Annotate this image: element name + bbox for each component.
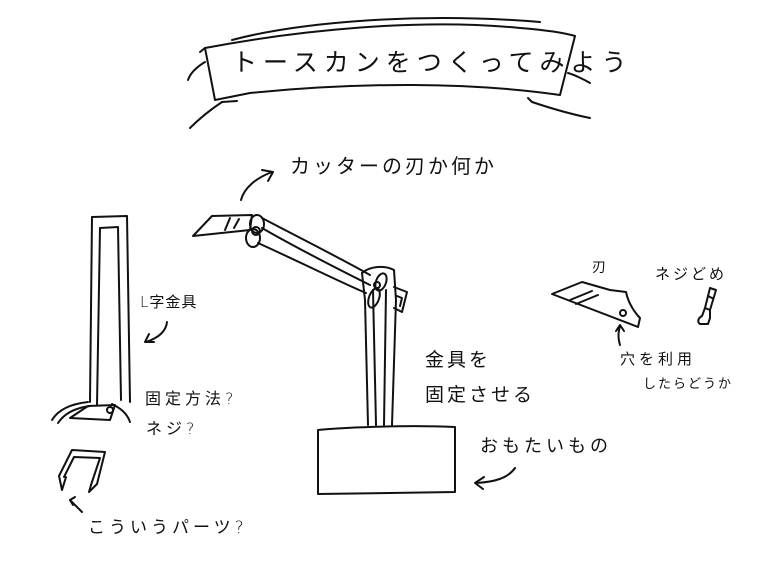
parts-question-note: こういうパーツ? [88,518,248,538]
arrow-to-cutter-label [240,169,274,201]
title-banner [187,17,591,129]
heavy-object-note: おもたいもの [480,436,612,457]
screw-stopper [697,287,717,325]
scriber-arm [192,214,371,294]
screw-stopper-note: ネジどめ [655,265,728,283]
blade-label: 刃 [592,260,609,276]
fix-metal-note-line2: 固定させる [425,384,536,406]
l-bracket [51,215,131,424]
staple-part [58,449,106,493]
cutter-blade-note: カッターの刃か何か [290,154,497,178]
use-hole-note-line1: 穴を利用 [620,350,697,368]
vertical-post [361,265,408,426]
arrow-to-staple [69,496,83,513]
arrow-to-l-bracket [144,321,168,343]
heavy-base [317,425,456,495]
fix-metal-note-line1: 金具を [425,349,492,371]
blade-detail [551,281,641,328]
fixing-method-note: 固定方法? [145,389,238,408]
banner-title: トースカンをつくってみよう [232,48,633,77]
arrow-to-hole [615,324,625,346]
screw-question-note: ネジ? [146,419,199,438]
use-hole-note-line2: したらどうか [643,377,734,392]
arrow-to-base [474,467,516,490]
l-bracket-note: L字金具 [140,293,198,311]
